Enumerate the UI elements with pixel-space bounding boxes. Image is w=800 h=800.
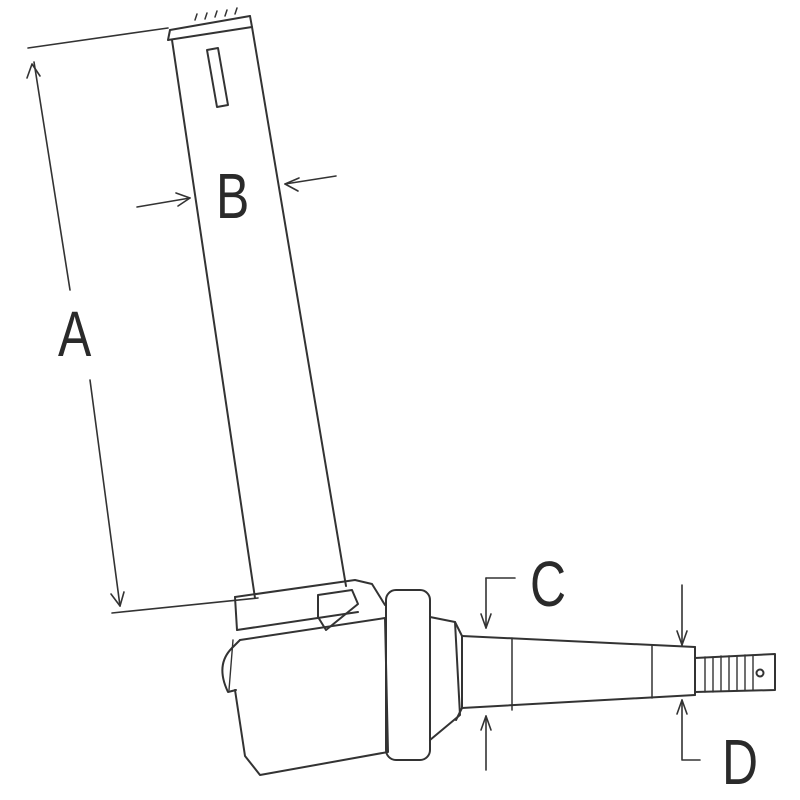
kingpin-shaft <box>167 7 347 599</box>
dimension-b <box>136 175 337 208</box>
dimension-label-b: B <box>216 160 250 232</box>
dimension-label-c: C <box>530 548 567 620</box>
dimension-c <box>480 577 516 771</box>
knuckle-body <box>221 579 389 776</box>
spindle-arm <box>385 589 776 761</box>
dimension-label-d: D <box>722 726 759 798</box>
dimension-label-a: A <box>58 298 92 370</box>
dimension-d <box>676 584 701 761</box>
dimension-a <box>26 27 259 614</box>
